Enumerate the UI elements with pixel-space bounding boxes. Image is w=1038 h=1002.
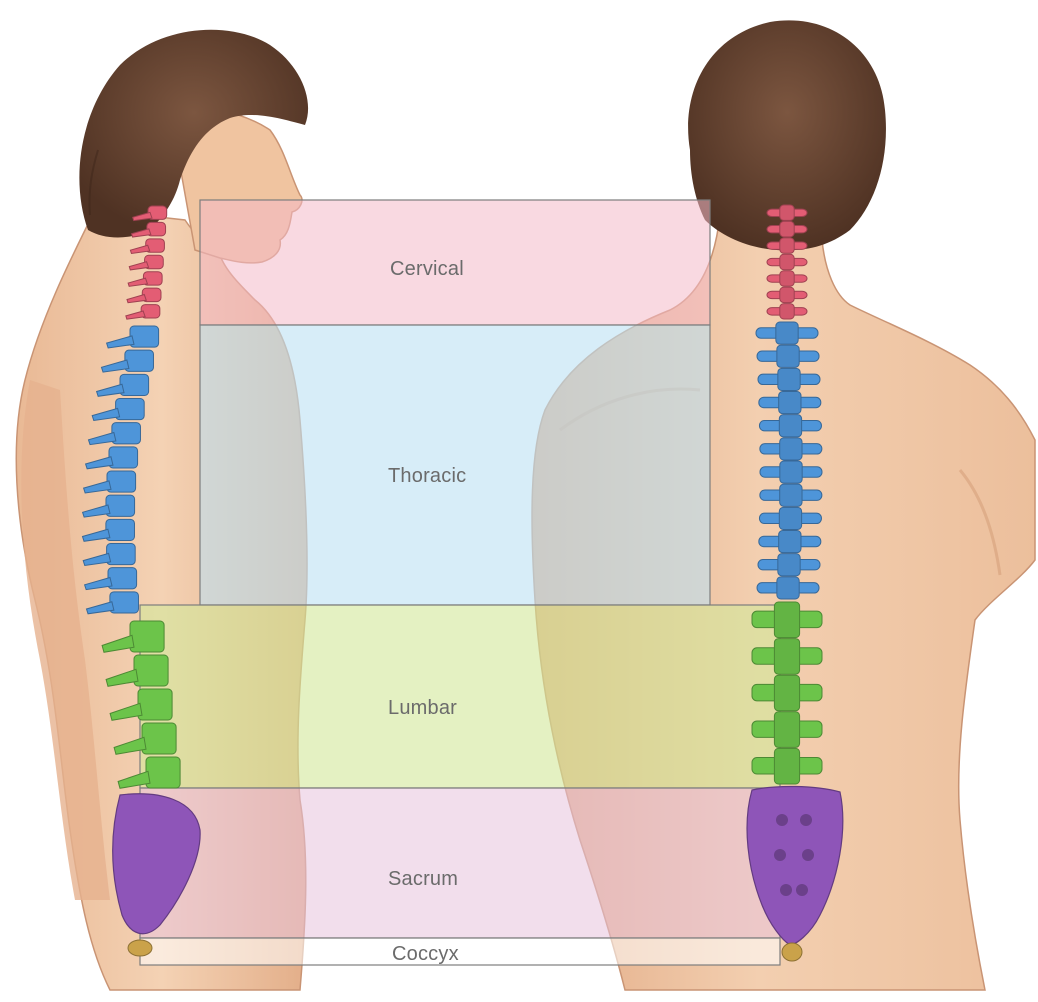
- lumbar-label: Lumbar: [388, 697, 457, 720]
- cervical-label: Cervical: [390, 258, 464, 281]
- sacral-foramen: [774, 849, 786, 861]
- band-lumbar: [140, 605, 780, 788]
- back-view-coccyx: [782, 943, 802, 961]
- coccyx-label: Coccyx: [392, 943, 459, 966]
- region-bands: [140, 200, 780, 965]
- sacral-foramen: [802, 849, 814, 861]
- thoracic-label: Thoracic: [388, 465, 466, 488]
- sacral-foramen: [800, 814, 812, 826]
- band-coccyx: [140, 938, 780, 965]
- side-view-coccyx: [128, 940, 152, 956]
- sacral-foramen: [780, 884, 792, 896]
- sacral-foramen: [796, 884, 808, 896]
- sacral-foramen: [776, 814, 788, 826]
- sacrum-label: Sacrum: [388, 868, 458, 891]
- band-sacrum: [140, 788, 780, 938]
